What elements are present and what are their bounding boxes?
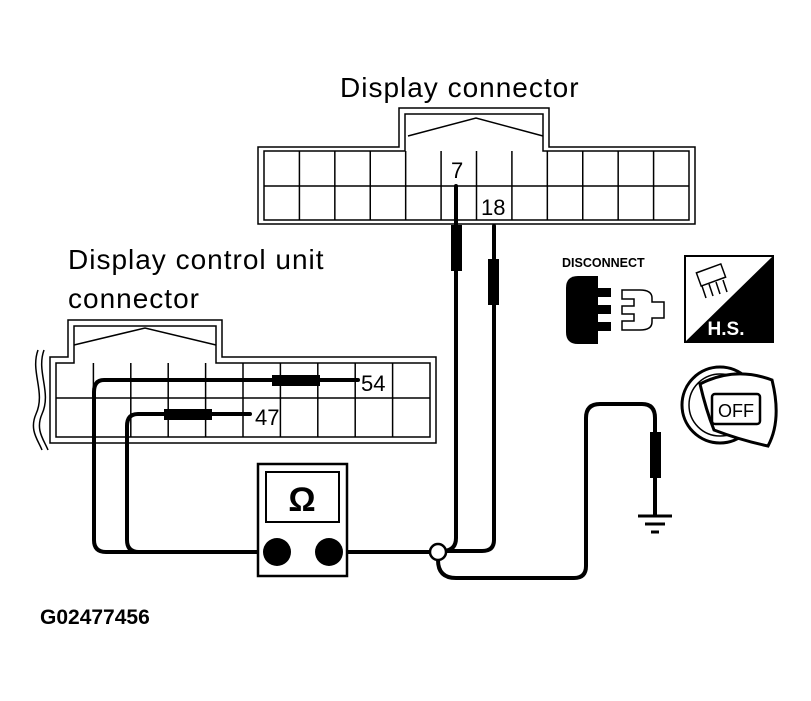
probe-tip-18 (488, 259, 499, 305)
disconnect-icon: DISCONNECT (562, 256, 665, 344)
probe-tip-7 (451, 225, 462, 271)
meter-terminal-right (315, 538, 343, 566)
ohm-icon: Ω (288, 481, 315, 519)
display-connector: Display connector 7 18 (257, 72, 696, 225)
hs-icon: H.S. (684, 255, 774, 343)
junction-node (428, 542, 448, 562)
wire-ground (436, 402, 657, 580)
control-pin-54: 54 (361, 371, 385, 396)
control-unit-label-line2: connector (68, 283, 200, 314)
wire-pin-47 (125, 412, 252, 554)
meter-terminal-left (263, 538, 291, 566)
probe-tip-47 (164, 409, 212, 420)
control-pin-47: 47 (255, 405, 279, 430)
display-pin-18: 18 (481, 195, 505, 220)
ignition-off-icon: OFF (680, 365, 778, 448)
wire-pin-18 (444, 224, 496, 553)
figure-code: G02477456 (40, 606, 150, 629)
wires (92, 184, 661, 580)
ignition-off-label: OFF (718, 401, 754, 421)
control-unit-label-line1: Display control unit (68, 244, 325, 275)
ohmmeter: Ω (256, 462, 349, 578)
disconnect-label: DISCONNECT (562, 256, 645, 270)
ground-icon (638, 514, 672, 534)
probe-tip-54 (272, 375, 320, 386)
probe-tip-ground (650, 432, 661, 478)
display-pin-7: 7 (451, 158, 463, 183)
display-connector-label: Display connector (340, 72, 580, 103)
hs-label: H.S. (708, 319, 745, 340)
wire-pin-54 (92, 378, 360, 554)
